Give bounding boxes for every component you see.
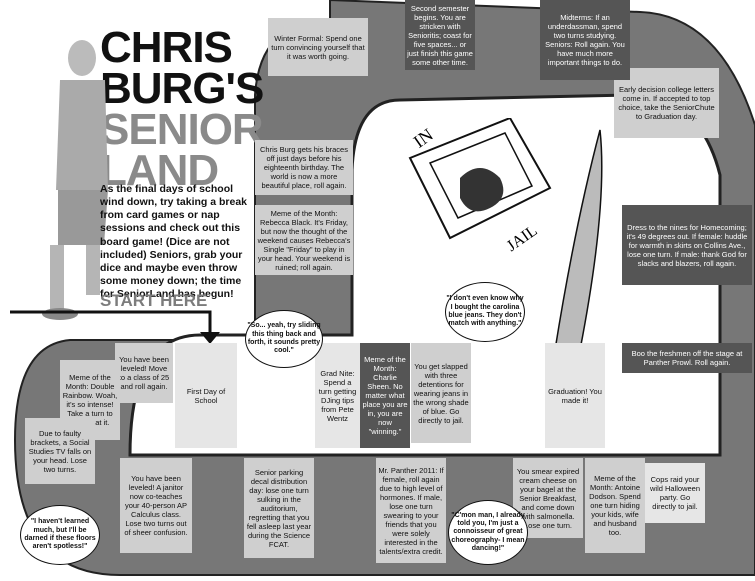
square-antoine: Meme of the Month: Antoine Dodson. Spend… [585,458,645,553]
square-grad-nite: Grad Nite: Spend a turn getting DJing ti… [315,343,360,448]
square-freshmen: Boo the freshmen off the stage at Panthe… [622,343,752,373]
square-parking: Senior parking decal distribution day: l… [244,458,314,558]
square-winter-formal: Winter Formal: Spend one turn convincing… [268,18,368,76]
bubble-learned: "I haven't learned much, but I'll be dar… [20,505,100,565]
square-cops: Cops raid your wild Halloween party. Go … [645,463,705,523]
bubble-dancing: "C'mon man, I already told you, I'm just… [448,500,528,565]
senior-chute [554,129,603,351]
title-line-3: SENIOR [100,105,264,154]
square-graduation: Graduation! You made it! [545,343,605,448]
bubble-jeans: "I don't even know why I bought the caro… [445,282,525,342]
square-leveled-1: You have been leveled! Move to a class o… [115,343,173,403]
start-arrow-icon [10,310,220,344]
square-midterms: Midterms: If an underdassman, spend two … [540,0,630,80]
square-charlie: Meme of the Month: Charlie Sheen. No mat… [360,343,410,448]
jail-cell-icon [408,118,552,240]
square-rebecca: Meme of the Month: Rebecca Black. It's F… [255,205,353,275]
square-leveled-2: You have been leveled! A janitor now co-… [120,458,192,553]
start-here-label: START HERE [100,291,208,310]
bubble-slide: "So... yeah, try sliding this thing back… [245,310,323,368]
square-mr-panther: Mr. Panther 2011: If female, roll again … [376,458,446,563]
square-first-day: First Day of School [175,343,237,448]
square-second-semester: Second semester begins. You are stricken… [405,0,475,70]
square-braces: Chris Burg gets his braces off just days… [255,140,353,195]
title-line-4: LAND [100,146,219,195]
title-line-2: BURG'S [100,64,264,113]
student-photo [42,40,108,320]
title-line-1: CHRIS [100,23,233,72]
intro-text: As the final days of school wind down, t… [100,183,248,300]
square-early-decision: Early decision college letters come in. … [614,68,719,138]
square-detentions: You get slapped with three detentions fo… [411,343,471,443]
square-faulty-brackets: Due to faulty brackets, a Social Studies… [25,418,95,484]
square-homecoming: Dress to the nines for Homecoming; it's … [622,205,752,285]
